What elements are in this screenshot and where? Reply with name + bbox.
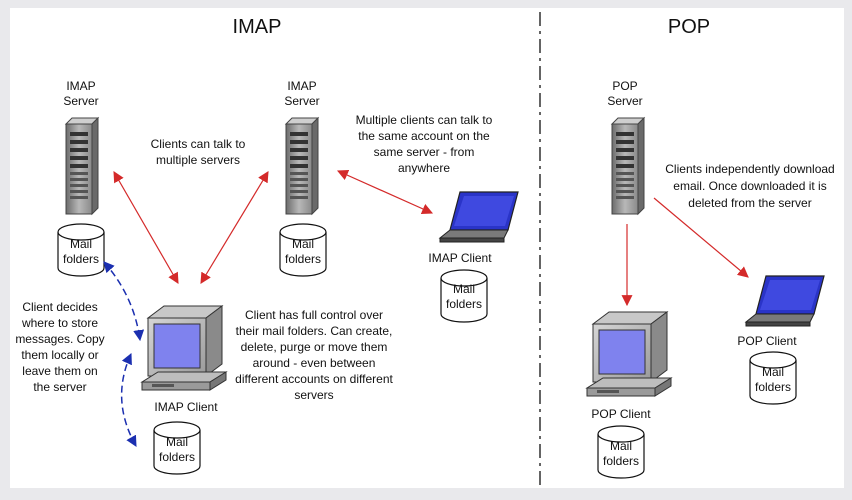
note-same-account: Multiple clients can talk to the same ac…	[356, 113, 493, 175]
svg-text:Mail: Mail	[762, 365, 784, 379]
svg-text:folders: folders	[285, 252, 321, 266]
svg-text:folders: folders	[159, 450, 195, 464]
svg-text:Mail: Mail	[70, 237, 92, 251]
server-label: IMAP	[66, 79, 95, 93]
server-label: Server	[607, 94, 642, 108]
pop-client-laptop: POP Client	[737, 275, 825, 348]
desktop-computer-icon	[586, 311, 672, 397]
svg-text:Mail: Mail	[453, 282, 475, 296]
svg-text:Mail: Mail	[166, 435, 188, 449]
svg-text:Client has full control over: Client has full control over	[245, 308, 383, 322]
svg-text:email. Once downloaded it is: email. Once downloaded it is	[673, 179, 826, 193]
server-label: IMAP	[287, 79, 316, 93]
note-multiple-servers: Clients can talk to multiple servers	[151, 137, 246, 167]
svg-text:folders: folders	[755, 380, 791, 394]
mail-folders-desktop: Mail folders	[153, 421, 201, 475]
server-icon	[285, 117, 319, 215]
svg-text:folders: folders	[603, 454, 639, 468]
server-label: Server	[63, 94, 98, 108]
connection-arrows	[113, 170, 749, 307]
database-icon	[440, 269, 488, 323]
storage-arrows	[103, 261, 145, 447]
arrow-folders1-desktop	[103, 261, 145, 342]
mail-folders-pop-laptop: Mail folders	[749, 351, 797, 405]
pop-client-desktop: POP Client	[586, 311, 672, 421]
svg-text:same server - from: same server - from	[374, 145, 475, 159]
svg-text:deleted from the server: deleted from the server	[688, 196, 811, 210]
svg-text:Clients independently download: Clients independently download	[665, 162, 834, 176]
client-label: IMAP Client	[428, 251, 492, 265]
imap-server-1: IMAP Server	[63, 79, 99, 215]
arrow-server2-laptop	[336, 170, 434, 214]
client-label: POP Client	[737, 334, 797, 348]
pop-server: POP Server	[607, 79, 645, 215]
imap-server-2: IMAP Server	[284, 79, 320, 215]
imap-client-desktop: IMAP Client	[141, 305, 227, 414]
imap-title: IMAP	[233, 16, 282, 38]
svg-text:where to store: where to store	[21, 316, 98, 330]
client-label: IMAP Client	[154, 400, 218, 414]
arrow-pop-laptop	[653, 197, 749, 278]
server-icon	[65, 117, 99, 215]
svg-text:leave them on: leave them on	[22, 364, 97, 378]
svg-text:Mail: Mail	[610, 439, 632, 453]
desktop-computer-icon	[141, 305, 227, 391]
svg-text:folders: folders	[63, 252, 99, 266]
svg-text:their mail folders. Can create: their mail folders. Can create,	[236, 324, 393, 338]
mail-folders-server-1: Mail folders	[57, 223, 105, 277]
svg-text:the server: the server	[33, 380, 86, 394]
arrow-server2-desktop	[200, 171, 269, 284]
svg-text:messages. Copy: messages. Copy	[15, 332, 104, 346]
note-store-messages: Client decides where to store messages. …	[15, 300, 104, 394]
client-label: POP Client	[591, 407, 651, 421]
server-label: POP	[612, 79, 637, 93]
svg-text:delete, purge or move them: delete, purge or move them	[241, 340, 388, 354]
svg-text:Multiple clients can talk to: Multiple clients can talk to	[356, 113, 493, 127]
svg-text:Clients can talk to: Clients can talk to	[151, 137, 246, 151]
mail-folders-laptop: Mail folders	[440, 269, 488, 323]
svg-text:different accounts on differen: different accounts on different	[235, 372, 393, 386]
svg-text:folders: folders	[446, 297, 482, 311]
pop-title: POP	[668, 16, 710, 38]
server-icon	[611, 117, 645, 215]
arrow-server1-desktop	[113, 171, 179, 284]
mail-folders-server-2: Mail folders	[279, 223, 327, 277]
note-pop-download: Clients independently download email. On…	[665, 162, 834, 210]
server-label: Server	[284, 94, 319, 108]
svg-text:them locally or: them locally or	[21, 348, 98, 362]
svg-text:anywhere: anywhere	[398, 161, 450, 175]
arrow-desktop-localfolders	[120, 352, 137, 447]
svg-text:servers: servers	[294, 388, 333, 402]
diagram-canvas	[10, 8, 844, 488]
svg-text:multiple servers: multiple servers	[156, 153, 240, 167]
svg-text:Mail: Mail	[292, 237, 314, 251]
imap-client-laptop: IMAP Client	[428, 191, 519, 265]
svg-text:the same account on the: the same account on the	[358, 129, 490, 143]
mail-folders-pop-desktop: Mail folders	[597, 425, 645, 479]
svg-text:around - even between: around - even between	[253, 356, 376, 370]
note-full-control: Client has full control over their mail …	[235, 308, 393, 402]
svg-text:Client decides: Client decides	[22, 300, 97, 314]
